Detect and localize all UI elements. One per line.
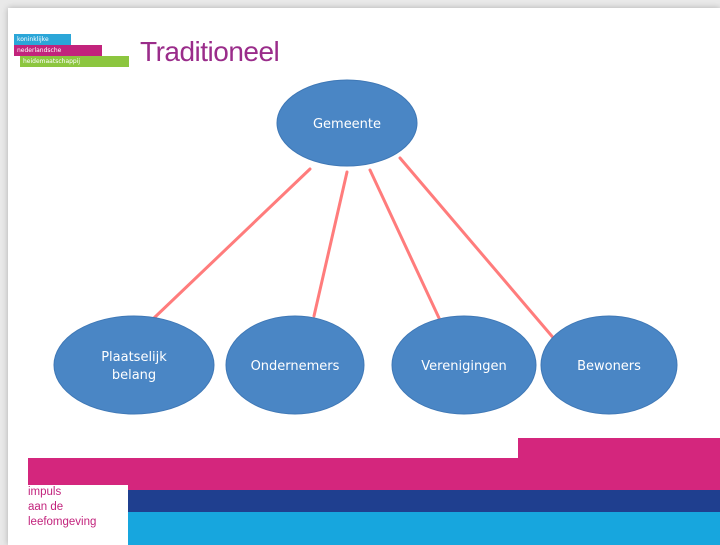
footer-slogan-line-1: impuls (28, 486, 62, 498)
slide-title: Traditioneel (140, 36, 280, 67)
node-ondernemers: Ondernemers (225, 315, 365, 415)
footer-pink-step (518, 438, 720, 458)
node-verenigingen-label: Verenigingen (421, 359, 506, 374)
node-bewoners: Bewoners (540, 315, 678, 415)
node-ondernemers-shape (225, 315, 365, 415)
node-gemeente-shape (276, 79, 418, 167)
slide: koninklijke nederlandsche heidemaatschap… (8, 8, 720, 545)
node-verenigingen-shape (391, 315, 537, 415)
footer-cyan-bar (128, 512, 720, 545)
logo-line-1: koninklijke (14, 34, 71, 45)
node-gemeente-label: Gemeente (313, 117, 381, 132)
node-plaatselijk-belang-shape (53, 315, 215, 415)
footer-slogan: impuls aan de leefomgeving (28, 485, 128, 530)
node-plaatselijk-belang: Plaatselijk belang (53, 315, 215, 415)
edge-gemeente-plaatselijk-belang (152, 167, 312, 320)
footer-navy-bar (128, 490, 720, 512)
edge-gemeente-bewoners (398, 156, 558, 343)
logo-line-3: heidemaatschappij (20, 56, 129, 67)
logo-line-2: nederlandsche (14, 45, 102, 56)
node-gemeente: Gemeente (276, 79, 418, 167)
edge-gemeente-ondernemers (312, 170, 349, 318)
footer-pink-bar (28, 458, 720, 490)
node-bewoners-shape (540, 315, 678, 415)
node-bewoners-label: Bewoners (577, 359, 641, 374)
footer-slogan-line-3: leefomgeving (28, 516, 97, 528)
logo: koninklijke nederlandsche heidemaatschap… (14, 34, 129, 86)
edge-gemeente-verenigingen (368, 168, 441, 320)
footer-slogan-line-2: aan de (28, 501, 64, 513)
node-plaatselijk-belang-label: belang (112, 368, 156, 383)
node-plaatselijk-belang-label: Plaatselijk (101, 350, 167, 365)
node-verenigingen: Verenigingen (391, 315, 537, 415)
node-ondernemers-label: Ondernemers (251, 359, 340, 374)
